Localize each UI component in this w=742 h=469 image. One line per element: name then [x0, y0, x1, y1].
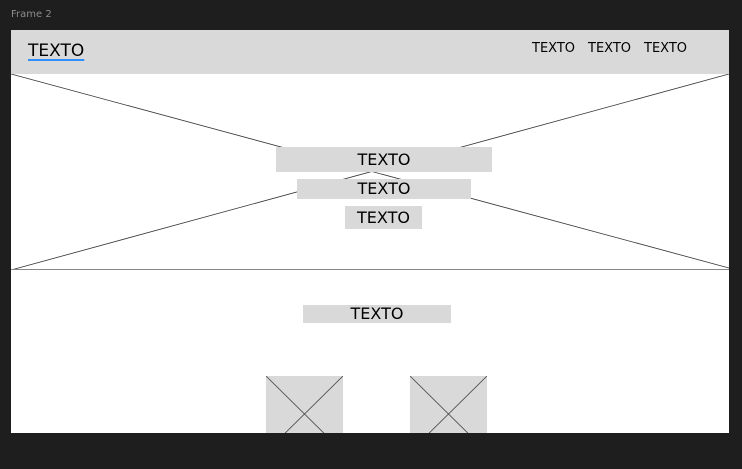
- hero-placeholder-cross: [11, 74, 729, 270]
- logo-link[interactable]: TEXTO: [28, 41, 85, 61]
- nav-link-3[interactable]: TEXTO: [644, 41, 688, 56]
- nav-link-2[interactable]: TEXTO: [588, 41, 632, 56]
- nav-link-1[interactable]: TEXTO: [532, 41, 576, 56]
- frame-label[interactable]: Frame 2: [11, 9, 52, 20]
- image-placeholder-2[interactable]: [410, 376, 487, 433]
- image-placeholder-1[interactable]: [266, 376, 343, 433]
- hero-title-box: TEXTO: [276, 147, 492, 172]
- image-placeholder-cross-icon: [266, 376, 343, 433]
- hero-cta-box[interactable]: TEXTO: [345, 206, 422, 229]
- header-bar: TEXTO TEXTO TEXTO TEXTO: [11, 30, 729, 74]
- hero-subtitle-box: TEXTO: [297, 179, 471, 199]
- image-placeholder-cross-icon: [410, 376, 487, 433]
- section-title-box: TEXTO: [303, 305, 451, 323]
- hero-image-placeholder: TEXTO TEXTO TEXTO: [11, 74, 729, 270]
- wireframe-frame: TEXTO TEXTO TEXTO TEXTO TEXTO TEXTO TEXT…: [11, 30, 729, 433]
- section-divider: [11, 269, 729, 270]
